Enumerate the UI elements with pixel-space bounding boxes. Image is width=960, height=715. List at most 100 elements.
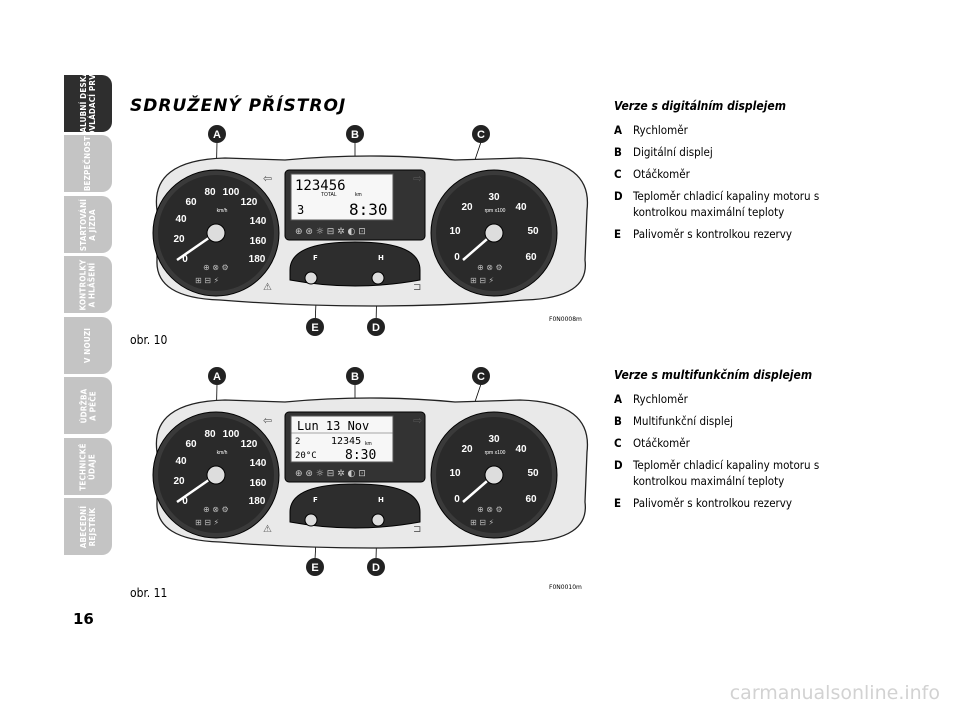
display-trip: 12345: [331, 436, 361, 447]
tab-technical-data[interactable]: TECHNICKÉ ÚDAJE: [64, 438, 112, 495]
tab-label: ÚDRŽBA A PÉČE: [79, 388, 97, 423]
callout-d: D: [372, 322, 380, 334]
display-odometer: 123456: [295, 178, 346, 194]
svg-text:⊕ ⊛ ☼ ⊟ ✲ ◐ ⊡: ⊕ ⊛ ☼ ⊟ ✲ ◐ ⊡: [295, 227, 366, 237]
svg-text:⊞ ⊟ ⚡: ⊞ ⊟ ⚡: [470, 518, 494, 527]
tab-starting-driving[interactable]: STARTOVÁNÍ A JÍZDA: [64, 196, 112, 253]
tab-index[interactable]: ABECEDNÍ REJSTŘÍK: [64, 498, 112, 555]
temp-hot-label: H: [378, 496, 384, 504]
speedo-tick: 60: [185, 197, 197, 208]
svg-text:⊕ ⊛ ☼ ⊟ ✲ ◐ ⊡: ⊕ ⊛ ☼ ⊟ ✲ ◐ ⊡: [295, 469, 366, 479]
speedo-unit: km/h: [217, 208, 228, 214]
speedo-tick: 100: [223, 187, 240, 198]
instrument-cluster-figure-multifunction: 0 20 40 60 80 100 120 140 160 180 km/h ⊕…: [152, 367, 589, 576]
display-total-label: TOTAL: [321, 192, 337, 198]
tacho-unit: rpm x100: [485, 450, 506, 456]
tacho-tick: 40: [515, 202, 527, 213]
tacho-tick: 0: [454, 252, 460, 263]
fuel-full-label: F: [313, 254, 318, 262]
display-gear: 2: [295, 437, 300, 447]
svg-text:⊕ ⊗ ⚙: ⊕ ⊗ ⚙: [203, 505, 229, 514]
callout-c: C: [477, 371, 485, 383]
tacho-tick: 50: [527, 468, 539, 479]
tab-label: ABECEDNÍ REJSTŘÍK: [78, 505, 97, 548]
svg-text:⊕ ⊗ ⚙: ⊕ ⊗ ⚙: [203, 263, 229, 272]
speedo-tick: 0: [182, 496, 188, 507]
tacho-tick: 60: [525, 494, 537, 505]
svg-text:⇦: ⇦: [263, 414, 272, 427]
svg-text:⊕ ⊗ ⚙: ⊕ ⊗ ⚙: [477, 263, 503, 272]
display-clock: 8:30: [349, 200, 388, 219]
tacho-tick: 30: [488, 192, 500, 203]
legend-heading: Verze s multifunkčním displejem: [614, 368, 813, 382]
svg-text:⇦: ⇦: [263, 172, 272, 185]
speedo-tick: 120: [241, 439, 258, 450]
figure-code: F0N0008m: [549, 316, 582, 323]
tacho-tick: 50: [527, 226, 539, 237]
tab-safety[interactable]: BEZPEČNOST: [64, 135, 112, 192]
svg-text:⊞ ⊟ ⚡: ⊞ ⊟ ⚡: [470, 276, 494, 285]
callout-e: E: [311, 322, 318, 334]
tab-emergency[interactable]: V NOUZI: [64, 317, 112, 374]
speedo-tick: 180: [249, 496, 266, 507]
tacho-tick: 10: [449, 468, 461, 479]
display-date: Lun 13 Nov: [297, 419, 369, 433]
speedo-tick: 160: [250, 478, 267, 489]
speedo-tick: 60: [185, 439, 197, 450]
callout-b: B: [351, 371, 359, 383]
display-gear: 3: [297, 203, 304, 217]
display-km-unit: km: [365, 441, 372, 447]
speedo-tick: 140: [250, 458, 267, 469]
tab-label: KONTROLKY A HLÁŠENÍ: [79, 258, 98, 311]
svg-text:⊐: ⊐: [413, 524, 421, 535]
tacho-tick: 30: [488, 434, 500, 445]
tab-maintenance[interactable]: ÚDRŽBA A PÉČE: [64, 377, 112, 434]
svg-text:⊐: ⊐: [413, 282, 421, 293]
tab-warning-lights[interactable]: KONTROLKY A HLÁŠENÍ: [64, 256, 112, 313]
page-title: SDRUŽENÝ PŘÍSTROJ: [130, 96, 347, 116]
speedo-unit: km/h: [217, 450, 228, 456]
tacho-tick: 0: [454, 494, 460, 505]
speedo-tick: 20: [173, 476, 185, 487]
figure-code: F0N0010m: [549, 584, 582, 591]
callout-e: E: [311, 562, 318, 574]
svg-text:⚠: ⚠: [263, 524, 272, 535]
speedo-tick: 20: [173, 234, 185, 245]
svg-text:⇨: ⇨: [413, 414, 422, 427]
tab-label: BEZPEČNOST: [83, 135, 93, 192]
display-km-unit: km: [355, 192, 362, 198]
tacho-tick: 60: [525, 252, 537, 263]
figure-caption: obr. 11: [130, 586, 168, 600]
speedo-tick: 160: [250, 236, 267, 247]
speedo-tick: 140: [250, 216, 267, 227]
speedo-tick: 100: [223, 429, 240, 440]
tacho-tick: 10: [449, 226, 461, 237]
svg-text:⊞ ⊟ ⚡: ⊞ ⊟ ⚡: [195, 518, 219, 527]
callout-b: B: [351, 129, 359, 141]
tacho-tick: 40: [515, 444, 527, 455]
callout-d: D: [372, 562, 380, 574]
tab-label: STARTOVÁNÍ A JÍZDA: [79, 198, 97, 251]
svg-text:⊕ ⊗ ⚙: ⊕ ⊗ ⚙: [477, 505, 503, 514]
tab-dashboard-controls[interactable]: PALUBNÍ DESKA A OVLÁDACÍ PRVKY: [64, 62, 112, 145]
fuel-full-label: F: [313, 496, 318, 504]
callout-a: A: [213, 371, 221, 383]
tacho-tick: 20: [461, 202, 473, 213]
watermark: carmanualsonline.info: [729, 682, 940, 704]
tab-label: V NOUZI: [83, 327, 93, 364]
svg-text:⊞ ⊟ ⚡: ⊞ ⊟ ⚡: [195, 276, 219, 285]
speedo-tick: 80: [204, 187, 216, 198]
callout-c: C: [477, 129, 485, 141]
instrument-cluster-figure-digital: 0 20 40 60 80 100 120 140 160 180 km/h ⊕…: [152, 125, 589, 336]
svg-text:⚠: ⚠: [263, 282, 272, 293]
